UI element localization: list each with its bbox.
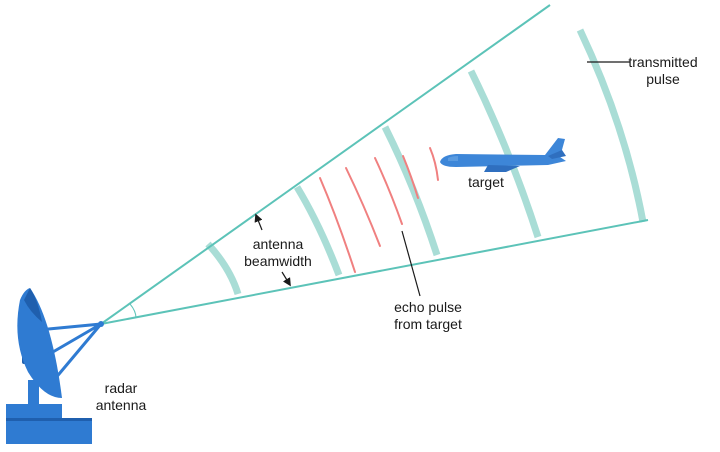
echo-arc-2 — [345, 167, 381, 247]
beamwidth-arrow-down — [281, 271, 291, 287]
beamwidth-label-line1: antenna — [252, 236, 304, 252]
transmitted-pulse-arcs — [205, 28, 647, 296]
transmitted-pulse-label: transmitted pulse — [628, 54, 698, 88]
echo-pulse-label: echo pulse from target — [382, 299, 474, 333]
beamwidth-label-line2: beamwidth — [244, 253, 312, 269]
pulse-arc-1 — [205, 241, 242, 296]
radar-antenna-label: radar antenna — [92, 380, 150, 414]
echo-label-line2: from target — [394, 316, 462, 332]
beam-lower-edge — [100, 219, 649, 325]
target-label: target — [468, 174, 504, 190]
radar-label-line1: radar — [104, 380, 138, 396]
beam-upper-edge — [100, 4, 551, 325]
airplane-icon — [440, 138, 566, 172]
pulse-arc-5 — [576, 28, 647, 223]
beam-boundary — [100, 4, 649, 325]
beam-angle-mark — [129, 303, 137, 319]
echo-arc-1 — [319, 177, 356, 273]
echo-label-line1: echo pulse — [394, 299, 462, 315]
pulse-arc-2 — [294, 185, 343, 277]
transmitted-label-line1: transmitted — [628, 54, 698, 70]
echo-leader — [401, 230, 421, 297]
echo-arc-4 — [402, 155, 419, 199]
radar-label-line2: antenna — [95, 397, 147, 413]
pulse-arc-3 — [381, 125, 441, 257]
echo-arc-5 — [429, 147, 439, 181]
echo-arc-3 — [374, 157, 403, 225]
antenna-beamwidth-label: antenna beamwidth — [238, 236, 318, 270]
beamwidth-arrow-up — [254, 213, 263, 231]
radar-dish-icon — [6, 288, 104, 444]
leader-lines — [254, 61, 630, 297]
pulse-arc-4 — [467, 69, 542, 239]
echo-pulse-arcs — [319, 147, 439, 273]
transmitted-label-line2: pulse — [646, 71, 680, 87]
